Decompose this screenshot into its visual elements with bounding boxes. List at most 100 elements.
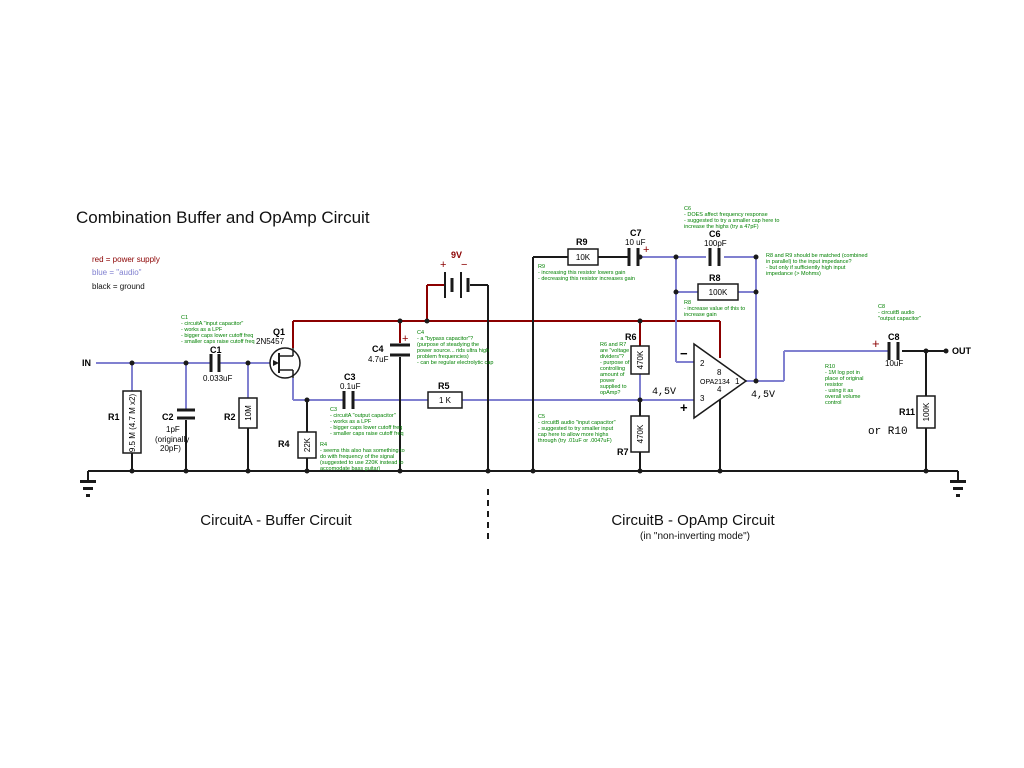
svg-text:C8: C8 <box>888 332 900 342</box>
svg-text:C3: C3 <box>344 372 356 382</box>
resistor-r2: 10M R2 <box>224 397 258 429</box>
section-b-subtitle: (in "non-inverting mode") <box>640 531 750 542</box>
svg-text:- a "bypass capacitor"?: - a "bypass capacitor"? <box>417 336 473 342</box>
svg-text:C1: C1 <box>181 315 188 321</box>
svg-text:C6: C6 <box>684 206 691 212</box>
svg-text:470K: 470K <box>636 350 645 369</box>
resistor-r6: 470K R6 <box>625 332 650 375</box>
svg-text:R9: R9 <box>576 237 588 247</box>
transistor-q1: Q1 2N5457 <box>256 327 301 379</box>
svg-text:increase gain: increase gain <box>684 312 717 318</box>
svg-text:R4: R4 <box>320 442 327 448</box>
svg-text:C2: C2 <box>162 412 174 422</box>
note-r9: R9 - increasing this resistor lowers gai… <box>538 264 635 282</box>
page-title: Combination Buffer and OpAmp Circuit <box>76 208 370 227</box>
capacitor-c1: C1 0.033uF <box>203 345 232 383</box>
note-r6-r7: R6 and R7 are "voltage dividers"? - purp… <box>600 342 630 396</box>
note-c1: C1 - circuitA "input capacitor" - works … <box>181 315 255 345</box>
svg-text:100K: 100K <box>709 288 728 297</box>
svg-text:accomodate bass guitar): accomodate bass guitar) <box>320 466 380 472</box>
svg-text:470K: 470K <box>636 424 645 443</box>
svg-text:overall volume: overall volume <box>825 394 860 400</box>
note-c3: C3 - circuitA "output capacitor" - works… <box>330 407 404 437</box>
svg-text:R10: R10 <box>825 364 835 370</box>
svg-text:- works as a LPF: - works as a LPF <box>181 327 223 333</box>
svg-text:"output capacitor": "output capacitor" <box>878 316 921 322</box>
svg-text:10 uF: 10 uF <box>625 238 646 247</box>
capacitor-c4: + C4 4.7uF <box>368 333 410 364</box>
svg-text:C8: C8 <box>878 304 885 310</box>
svg-text:dividers"?: dividers"? <box>600 354 624 360</box>
svg-text:- bigger caps lower cutoff fre: - bigger caps lower cutoff freq <box>330 425 402 431</box>
svg-text:R6: R6 <box>625 332 637 342</box>
svg-text:amount of: amount of <box>600 372 625 378</box>
input-label: IN <box>82 358 91 368</box>
svg-text:10K: 10K <box>576 253 591 262</box>
note-c4: C4 - a "bypass capacitor"? (purpose of s… <box>417 330 493 366</box>
svg-text:or R10: or R10 <box>868 426 908 438</box>
svg-text:- circuitB audio "input capaci: - circuitB audio "input capacitor" <box>538 420 616 426</box>
svg-text:+: + <box>680 400 688 415</box>
resistor-r9: 10K R9 <box>567 237 599 266</box>
svg-text:impedance (> Mohms): impedance (> Mohms) <box>766 271 821 277</box>
capacitor-c3: C3 0.1uF <box>340 372 361 409</box>
audio-buffer-output-wire <box>292 378 694 401</box>
svg-text:R5: R5 <box>438 381 450 391</box>
output-voltage-label: 4,5V <box>751 390 775 401</box>
svg-text:R6 and R7: R6 and R7 <box>600 342 626 348</box>
section-a-title: CircuitA - Buffer Circuit <box>200 512 352 529</box>
svg-text:- increase value of this to: - increase value of this to <box>684 306 745 312</box>
svg-text:- circuitA "output capacitor": - circuitA "output capacitor" <box>330 413 396 419</box>
svg-text:are "voltage: are "voltage <box>600 348 629 354</box>
svg-text:R4: R4 <box>278 439 290 449</box>
svg-text:4: 4 <box>717 385 722 394</box>
svg-text:- seems this also has somethin: - seems this also has something to <box>320 448 405 454</box>
svg-text:- increasing this resistor low: - increasing this resistor lowers gain <box>538 270 625 276</box>
svg-text:OPA2134: OPA2134 <box>700 379 730 386</box>
bias-voltage-label: 4,5V <box>652 387 676 398</box>
svg-text:R7: R7 <box>617 447 629 457</box>
svg-text:- but only if sufficiently hig: - but only if sufficiently high input <box>766 265 846 271</box>
svg-text:10M: 10M <box>244 405 253 421</box>
svg-text:resistor: resistor <box>825 382 843 388</box>
svg-text:through (try .01uF or .0047uF): through (try .01uF or .0047uF) <box>538 438 612 444</box>
svg-text:place of original: place of original <box>825 376 864 382</box>
opamp-opa2134: 2 3 8 4 1 OPA2134 − + <box>680 342 748 420</box>
battery-9v: 9V + − <box>440 250 470 298</box>
svg-text:+: + <box>402 333 408 345</box>
svg-text:R2: R2 <box>224 412 236 422</box>
ground-symbol-left <box>80 480 96 497</box>
svg-text:- suggested to try smaller inp: - suggested to try smaller input <box>538 426 614 432</box>
svg-text:22K: 22K <box>303 437 312 452</box>
svg-text:R8: R8 <box>684 300 691 306</box>
output-label: OUT <box>952 346 972 356</box>
section-b-title: CircuitB - OpAmp Circuit <box>611 512 775 529</box>
svg-text:R8 and R9 should be matched (c: R8 and R9 should be matched (combined <box>766 253 868 259</box>
svg-text:problem frequencies): problem frequencies) <box>417 354 469 360</box>
svg-text:power: power <box>600 378 615 384</box>
resistor-r11: 100K R11 or R10 <box>868 395 936 438</box>
svg-text:- 1M log pot in: - 1M log pot in <box>825 370 860 376</box>
note-c5: C5 - circuitB audio "input capacitor" - … <box>538 414 616 444</box>
svg-text:9.5 M (4.7 M x2): 9.5 M (4.7 M x2) <box>128 394 137 453</box>
svg-text:supplied to: supplied to <box>600 384 627 390</box>
svg-text:8: 8 <box>717 368 722 377</box>
svg-text:opAmp?: opAmp? <box>600 390 621 396</box>
opamp-feedback-wires <box>639 256 888 400</box>
svg-text:- works as a LPF: - works as a LPF <box>330 419 372 425</box>
svg-text:R1: R1 <box>108 412 120 422</box>
svg-text:- bigger caps lower cutoff fre: - bigger caps lower cutoff freq <box>181 333 253 339</box>
note-r4: R4 - seems this also has something to do… <box>320 442 405 472</box>
svg-text:- can be regular electrolytic: - can be regular electrolytic cap <box>417 360 493 366</box>
svg-text:0.1uF: 0.1uF <box>340 382 361 391</box>
svg-text:control: control <box>825 400 842 406</box>
svg-text:9V: 9V <box>451 250 462 260</box>
svg-text:(purpose of steadying the: (purpose of steadying the <box>417 342 479 348</box>
svg-text:increase the highs (try a 47pF: increase the highs (try a 47pF) <box>684 224 759 230</box>
svg-text:1 K: 1 K <box>439 396 452 405</box>
svg-text:controlling: controlling <box>600 366 625 372</box>
svg-text:(originally: (originally <box>155 435 189 444</box>
svg-text:- smaller caps raise cutoff fr: - smaller caps raise cutoff freq <box>330 431 404 437</box>
svg-text:R8: R8 <box>709 273 721 283</box>
